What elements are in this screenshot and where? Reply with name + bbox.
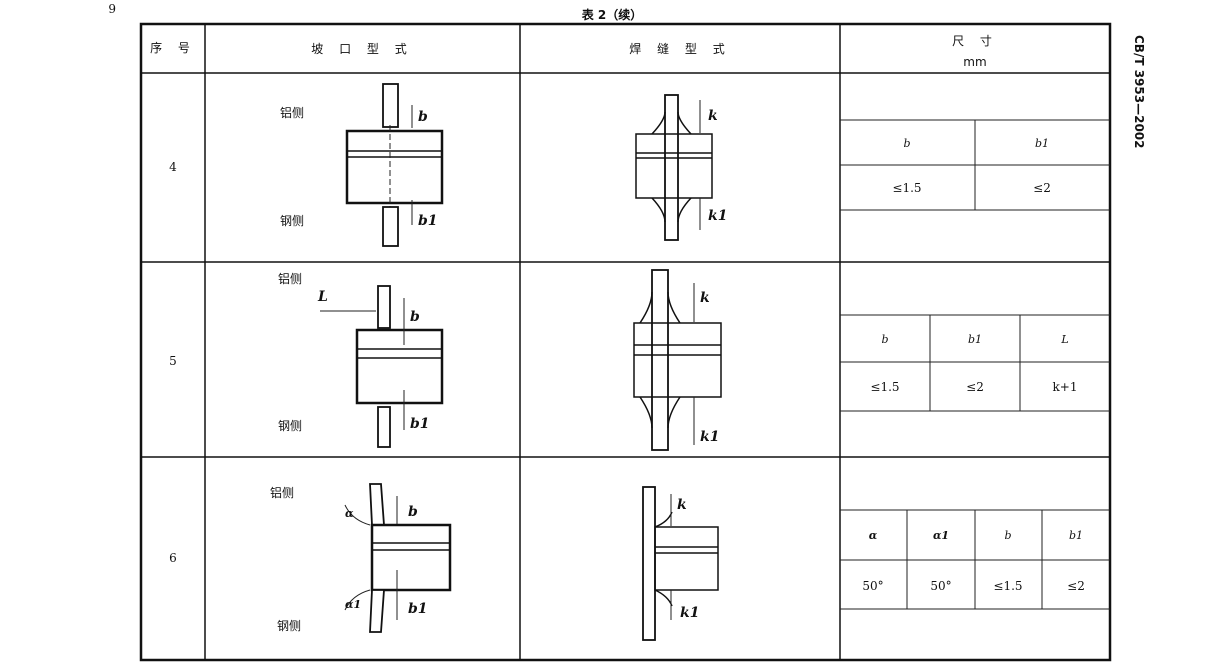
- dim-value: ≤2: [1033, 181, 1051, 195]
- dim-b1-label: b1: [410, 416, 430, 432]
- weld-k1-label: k1: [680, 605, 699, 621]
- weld-drawing: k k1: [633, 269, 722, 451]
- dim-header: α: [869, 529, 878, 542]
- groove-drawing: 铝侧 钢侧 b b1: [280, 83, 444, 247]
- dim-value: ≤1.5: [870, 380, 899, 394]
- dim-header: b: [1004, 529, 1011, 542]
- table-title: 表 2（续）: [581, 7, 643, 22]
- table-grid: [139, 22, 1112, 662]
- dim-L-label: L: [317, 289, 328, 305]
- header-unit: mm: [963, 55, 986, 69]
- row-seq: 5: [169, 354, 177, 368]
- dim-value: k+1: [1053, 380, 1078, 394]
- dim-b1-label: b1: [418, 213, 438, 229]
- header-groove: 坡 口 型 式: [311, 42, 412, 56]
- weld-k1-label: k1: [700, 429, 719, 445]
- standard-code: CB/T 3953—2002: [1132, 35, 1146, 149]
- al-side-label: 铝侧: [280, 105, 304, 120]
- table-row-4: 4 铝侧 钢侧 b b1 k k1 b b1 ≤1.5 ≤2: [169, 83, 1051, 247]
- al-side-label: 铝侧: [278, 271, 302, 286]
- dim-b-label: b: [408, 504, 418, 520]
- weld-k-label: k: [700, 290, 710, 306]
- groove-drawing: 铝侧 钢侧 L b b1: [278, 271, 444, 448]
- steel-side-label: 钢侧: [278, 419, 302, 433]
- dim-b-label: b: [418, 109, 428, 125]
- row-seq: 6: [169, 551, 177, 565]
- table-row-6: 6 铝侧 钢侧 α α1 b b1 k k1 α α1 b b1 50: [169, 483, 1085, 641]
- header-seq: 序 号: [150, 40, 196, 55]
- al-side-label: 铝侧: [270, 485, 294, 500]
- dim-header: b: [903, 137, 910, 150]
- dim-alpha1-label: α1: [345, 598, 361, 611]
- dim-value: 50°: [862, 579, 883, 593]
- weld-drawing: k k1: [642, 486, 719, 641]
- dim-header: α1: [933, 529, 949, 542]
- header-size: 尺 寸: [952, 34, 998, 48]
- page-number: 6: [108, 1, 116, 15]
- dim-value: ≤2: [1067, 579, 1085, 593]
- dim-header: b1: [1069, 529, 1083, 542]
- dim-header: b: [881, 333, 888, 346]
- header-weld: 焊 缝 型 式: [629, 41, 730, 56]
- dim-header: b1: [1035, 137, 1049, 150]
- dim-b1-label: b1: [408, 601, 428, 617]
- dim-value: ≤2: [966, 380, 984, 394]
- weld-k-label: k: [677, 497, 687, 513]
- dim-header: b1: [968, 333, 982, 346]
- dim-b-label: b: [410, 309, 420, 325]
- dim-value: ≤1.5: [993, 579, 1022, 593]
- dim-value: 50°: [930, 579, 951, 593]
- weld-drawing: k k1: [635, 94, 727, 241]
- steel-side-label: 钢侧: [277, 619, 301, 633]
- row-seq: 4: [169, 160, 177, 174]
- steel-side-label: 钢侧: [280, 214, 304, 228]
- dim-alpha-label: α: [345, 507, 354, 520]
- weld-k-label: k: [708, 108, 718, 124]
- dim-header: L: [1060, 333, 1068, 346]
- dim-value: ≤1.5: [892, 181, 921, 195]
- weld-k1-label: k1: [708, 208, 727, 224]
- table-row-5: 5 铝侧 钢侧 L b b1 k k1 b b1 L ≤1.5 ≤2 k+: [169, 269, 1078, 451]
- groove-drawing: 铝侧 钢侧 α α1 b b1: [270, 483, 452, 633]
